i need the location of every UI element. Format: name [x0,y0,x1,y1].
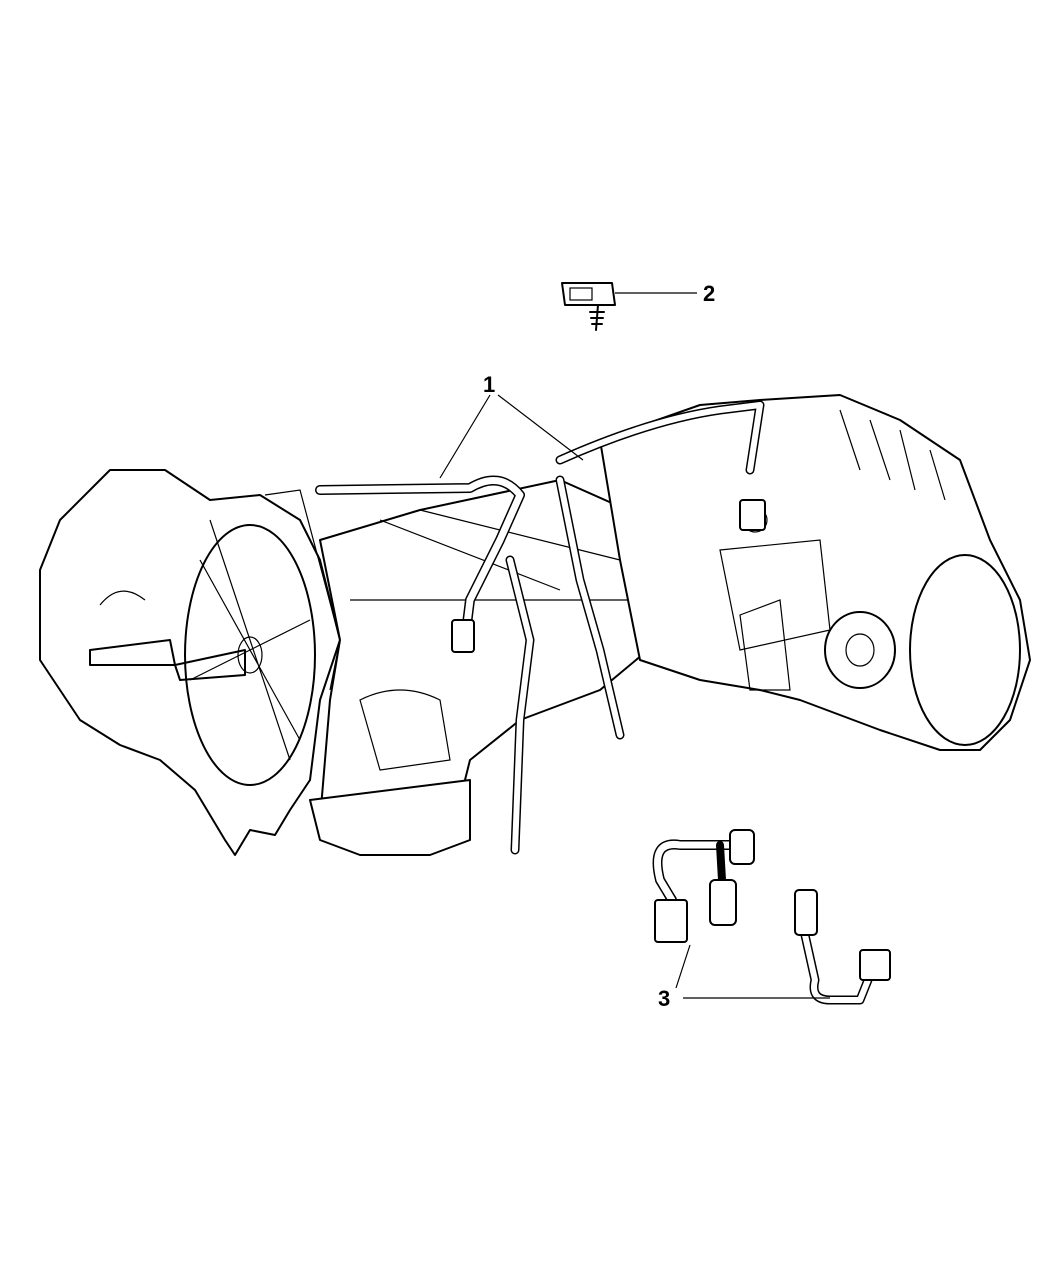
wiring-harness-3 [652,829,891,1005]
callout-2: 2 [703,281,716,306]
harness-clip [561,282,616,331]
callout-3: 3 [658,986,671,1011]
callout-1: 1 [483,372,496,397]
leader-lines [439,292,830,999]
wiring-harness-1 [315,400,766,855]
transfer-case [599,394,1031,751]
bell-housing [39,469,341,856]
